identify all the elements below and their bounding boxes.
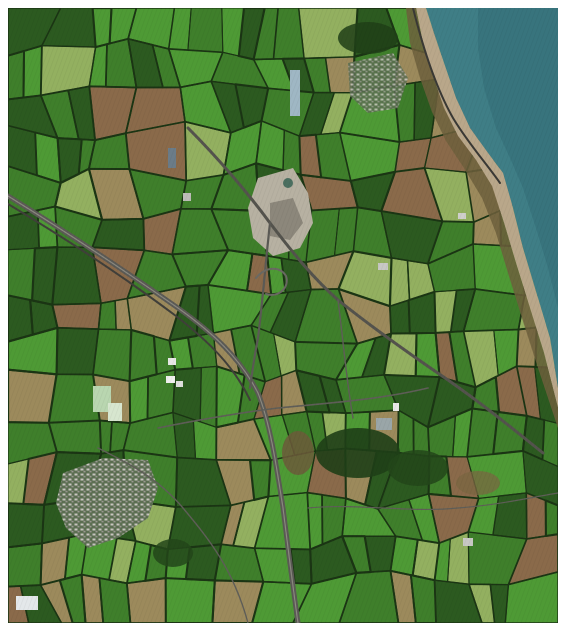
field-texture: [8, 8, 558, 623]
aerial-scene-svg: [8, 8, 558, 623]
aerial-image: [8, 8, 558, 623]
